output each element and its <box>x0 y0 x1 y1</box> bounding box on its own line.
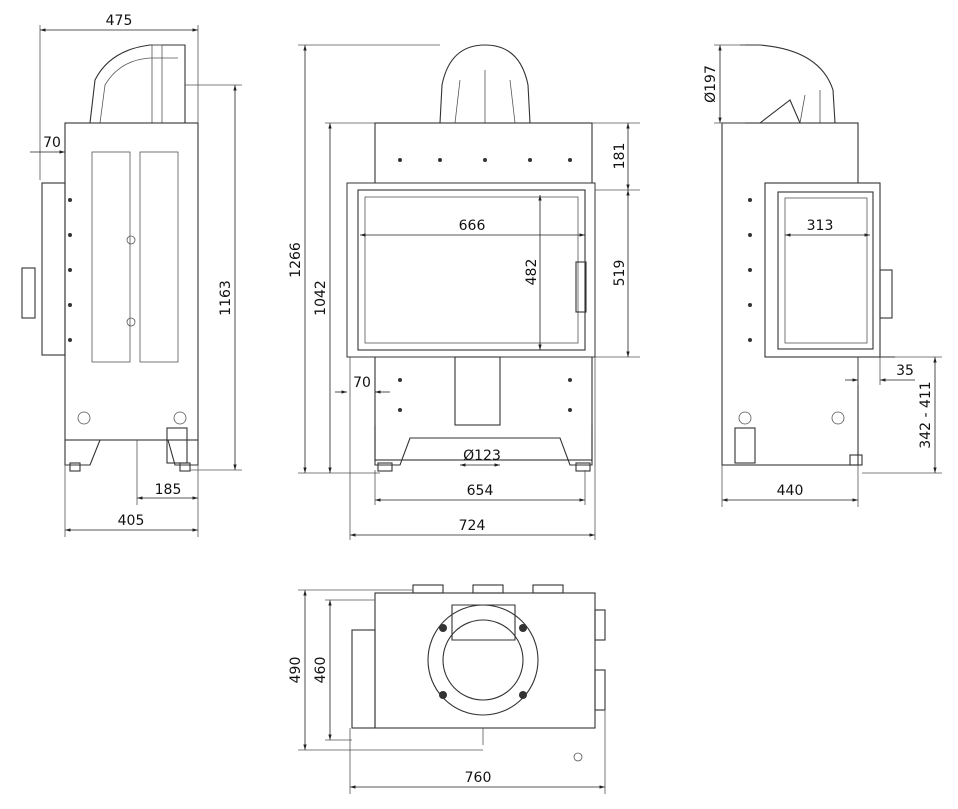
dim-top-offset: 181 <box>612 143 628 170</box>
dim-duct-diameter: Ø123 <box>463 448 501 464</box>
dim-side-depth: 405 <box>118 513 145 529</box>
dim-leg-span: 654 <box>467 483 494 499</box>
dim-top-body-depth: 460 <box>313 657 329 684</box>
dim-top-total-depth: 490 <box>288 657 304 684</box>
top-view: 490 460 760 <box>288 584 606 794</box>
dim-flue-diameter: Ø197 <box>703 65 719 103</box>
dim-right-glass-width: 313 <box>807 218 834 234</box>
dim-right-door-offset: 35 <box>896 363 914 379</box>
dim-front-width: 724 <box>459 518 486 534</box>
dim-glass-width: 666 <box>459 218 486 234</box>
dim-side-foot: 185 <box>155 482 182 498</box>
front-view: 1266 1042 666 482 181 519 70 Ø123 654 72… <box>288 44 640 540</box>
dim-side-door-offset: 70 <box>43 135 61 151</box>
dim-front-side-offset: 70 <box>353 375 371 391</box>
side-view: 475 70 1163 185 405 <box>21 13 242 537</box>
dim-right-depth: 440 <box>777 483 804 499</box>
dim-floor-height: 342 - 411 <box>918 381 934 448</box>
right-view: Ø197 313 35 342 - 411 440 <box>703 44 942 507</box>
dim-front-total-height: 1266 <box>288 242 304 278</box>
dim-side-width: 475 <box>106 13 133 29</box>
dim-side-height: 1163 <box>218 280 234 316</box>
dim-front-body-height: 1042 <box>313 280 329 316</box>
dim-glass-height: 482 <box>524 259 540 286</box>
dim-top-width: 760 <box>465 770 492 786</box>
dim-door-height: 519 <box>612 260 628 287</box>
